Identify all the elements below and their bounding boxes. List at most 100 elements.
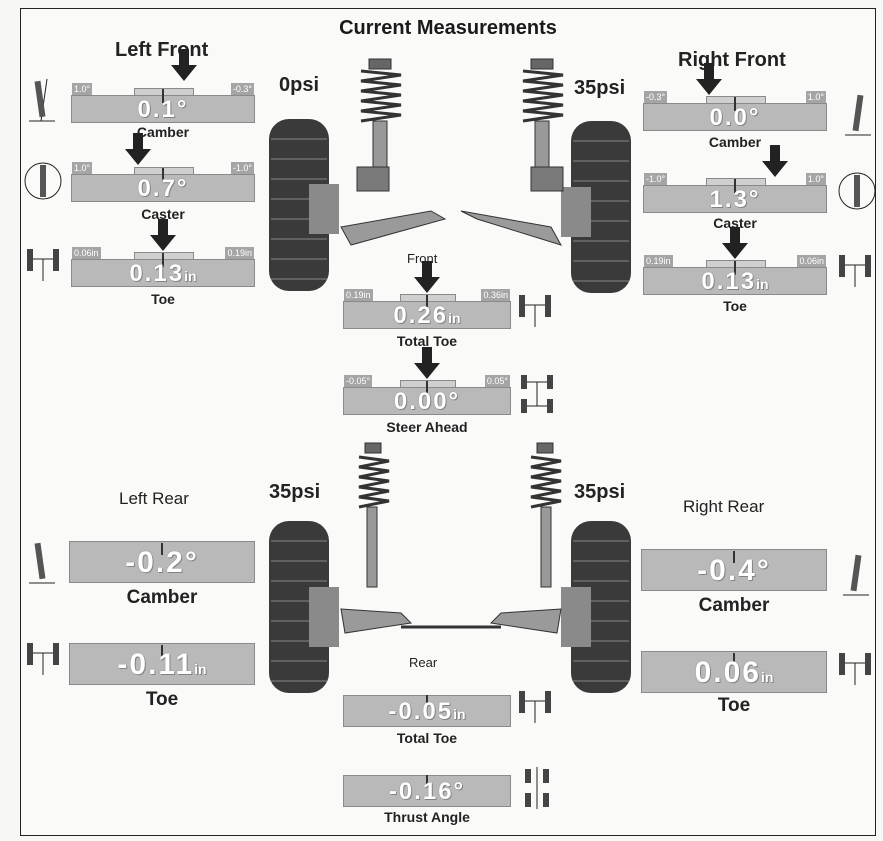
rear-axle-label: Rear (409, 655, 438, 670)
left-front-toe-min: 0.06in (72, 247, 101, 259)
right-front-caster-min: -1.0° (644, 173, 668, 185)
front-total-toe-value: 0.26in (393, 302, 461, 329)
right-rear-title: Right Rear (683, 497, 765, 516)
left-front-caster-label: Caster (141, 206, 185, 222)
right-rear-camber-value: -0.4° (697, 554, 771, 587)
right-front-caster-label: Caster (713, 215, 757, 231)
arrow-down-icon (414, 347, 440, 379)
thrust-angle-label: Thrust Angle (384, 809, 470, 825)
rear-suspension-illustration (269, 442, 631, 693)
left-front-camber-label: Camber (136, 124, 190, 140)
left-front-toe-pointer (71, 219, 255, 251)
right-rear-toe-value: 0.06in (694, 656, 774, 689)
left-front-camber-min: 1.0° (72, 83, 93, 95)
right-front-camber-gauge: -0.3° 1.0° 0.0° (643, 91, 827, 131)
right-front-toe-gauge: 0.19in 0.06in 0.13in (643, 255, 827, 295)
camber-diagram-icon (29, 542, 55, 584)
front-right-strut (522, 58, 564, 192)
thrust-angle-gauge: -0.16° (343, 771, 511, 807)
left-front-camber-max: -0.3° (230, 83, 254, 95)
steer-ahead-diagram-icon (521, 375, 553, 413)
steer-ahead-value: 0.00° (393, 388, 461, 415)
right-front-toe-max: 0.06in (797, 255, 826, 267)
front-right-wheel (561, 121, 631, 293)
left-rear-camber-gauge: -0.2° (69, 537, 255, 583)
caster-diagram-icon (838, 172, 876, 210)
left-front-toe-label: Toe (151, 291, 175, 307)
left-front-toe-max: 0.19in (225, 247, 254, 259)
camber-diagram-icon (845, 94, 871, 136)
right-rear-camber-gauge: -0.4° (641, 545, 827, 591)
left-rear-title: Left Rear (119, 489, 189, 508)
camber-diagram-icon (843, 554, 869, 596)
arrow-down-icon (762, 145, 788, 177)
steer-ahead-label: Steer Ahead (386, 419, 468, 435)
right-front-caster-gauge: -1.0° 1.0° 1.3° (643, 173, 827, 213)
front-left-strut (356, 58, 402, 192)
arrow-down-icon (414, 261, 440, 293)
camber-diagram-icon (29, 78, 55, 122)
rear-left-control-arm (340, 608, 413, 634)
rear-left-tire-pressure: 35psi (269, 481, 321, 503)
rear-total-toe-value: -0.05in (388, 698, 466, 725)
arrow-down-icon (171, 49, 197, 81)
rear-total-toe-gauge: -0.05in (343, 691, 511, 727)
right-front-toe-label: Toe (723, 298, 747, 314)
right-front-camber-pointer (643, 63, 827, 95)
front-total-toe-pointer (343, 261, 511, 293)
left-rear-camber-label: Camber (126, 587, 198, 608)
right-front-toe-min: 0.19in (644, 255, 673, 267)
left-front-toe-value: 0.13in (129, 260, 197, 287)
arrow-down-icon (722, 227, 748, 259)
steer-ahead-gauge: -0.05° 0.05° 0.00° (343, 375, 511, 415)
left-rear-toe-label: Toe (145, 689, 179, 710)
toe-diagram-icon (27, 643, 59, 675)
front-suspension-illustration (269, 58, 631, 293)
front-total-toe-max: 0.36in (481, 289, 510, 301)
left-front-camber-gauge: 1.0° -0.3° 0.1° (71, 83, 255, 123)
rear-right-wheel (561, 521, 631, 693)
right-front-toe-value: 0.13in (701, 268, 769, 295)
toe-diagram-icon (27, 249, 59, 281)
toe-diagram-icon (839, 653, 871, 685)
right-rear-toe-gauge: 0.06in (641, 647, 827, 693)
left-front-caster-min: 1.0° (72, 162, 93, 174)
rear-right-tire-pressure: 35psi (574, 481, 626, 503)
left-front-caster-pointer (71, 133, 255, 165)
front-left-wheel (269, 119, 339, 291)
left-front-camber-value: 0.1° (137, 96, 189, 123)
front-total-toe-label: Total Toe (396, 333, 458, 349)
left-front-camber-pointer (71, 49, 255, 81)
right-front-camber-max: 1.0° (805, 91, 826, 103)
rear-right-strut (530, 442, 562, 588)
arrow-down-icon (150, 219, 176, 251)
steer-ahead-max: 0.05° (484, 375, 510, 387)
right-rear-toe-label: Toe (717, 695, 751, 716)
right-rear-camber-label: Camber (698, 595, 770, 616)
right-front-camber-label: Camber (708, 134, 762, 150)
front-total-toe-min: 0.19in (344, 289, 373, 301)
front-right-control-arm (460, 210, 563, 246)
left-rear-camber-value: -0.2° (125, 546, 199, 579)
thrust-angle-value: -0.16° (388, 778, 466, 805)
arrow-down-icon (125, 133, 151, 165)
page-title: Current Measurements (339, 17, 557, 39)
total-toe-diagram-icon (519, 691, 551, 723)
thrust-angle-diagram-icon (525, 767, 549, 809)
left-front-caster-gauge: 1.0° -1.0° 0.7° (71, 162, 255, 202)
total-toe-diagram-icon (519, 295, 551, 327)
right-front-caster-max: 1.0° (805, 173, 826, 185)
front-total-toe-gauge: 0.19in 0.36in 0.26in (343, 289, 511, 329)
right-front-camber-value: 0.0° (709, 104, 761, 131)
rear-right-control-arm (489, 608, 562, 634)
front-left-tire-pressure: 0psi (279, 74, 320, 96)
front-right-tire-pressure: 35psi (574, 77, 626, 99)
steer-ahead-pointer (343, 347, 511, 379)
caster-diagram-icon (24, 162, 62, 200)
left-rear-toe-gauge: -0.11in (69, 639, 255, 685)
alignment-report-frame: Current Measurements (20, 8, 876, 836)
left-front-caster-max: -1.0° (230, 162, 254, 174)
steer-ahead-min: -0.05° (344, 375, 373, 387)
left-front-toe-gauge: 0.06in 0.19in 0.13in (71, 247, 255, 287)
left-rear-toe-value: -0.11in (117, 648, 207, 681)
